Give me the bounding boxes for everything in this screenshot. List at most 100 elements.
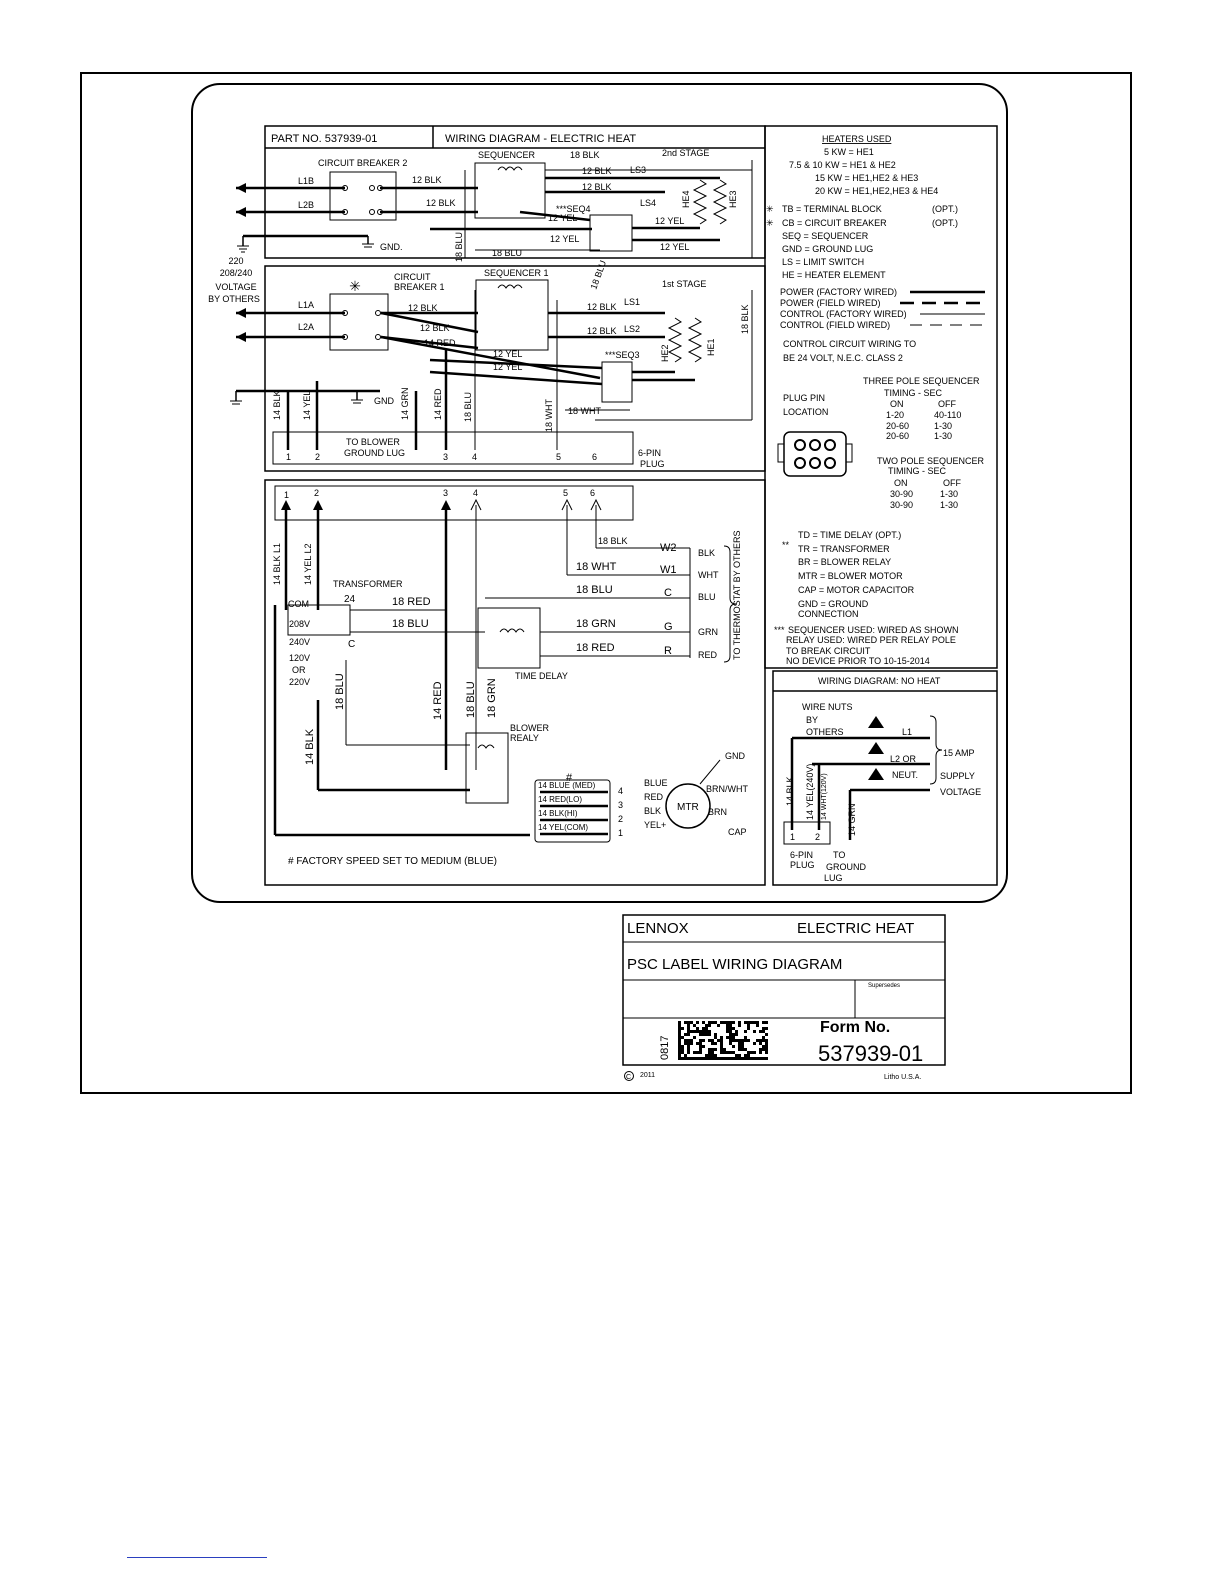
three-pole-title: THREE POLE SEQUENCER — [863, 376, 980, 386]
form-label: Form No. — [820, 1019, 890, 1036]
legend2-item: TD = TIME DELAY (OPT.) — [798, 530, 901, 540]
wire-label: 14 YEL L2 — [303, 543, 313, 585]
he4-label: HE4 — [681, 190, 691, 208]
legend-opt: (OPT.) — [932, 218, 958, 228]
timing-value: 20-60 — [886, 431, 909, 441]
pin-number: 5 — [556, 452, 561, 462]
legend2-item: TR = TRANSFORMER — [798, 544, 890, 554]
seq4-box — [589, 214, 633, 252]
wire-legend: CONTROL (FACTORY WIRED) — [780, 309, 907, 319]
product-label: ELECTRIC HEAT — [797, 920, 914, 937]
part-number: PART NO. 537939-01 — [271, 133, 377, 145]
wire-label: 18 BLU — [463, 392, 473, 422]
voltage-line: 220 — [228, 256, 243, 266]
wire-label: 14 GRN — [400, 387, 410, 420]
barcode-2d — [678, 1021, 768, 1060]
wire-label: 18 BLU — [454, 232, 464, 262]
stage1-label: 1st STAGE — [662, 279, 706, 289]
terminal-g: G — [664, 621, 673, 633]
color-label: WHT — [698, 570, 719, 580]
v240-label: 240V — [289, 637, 310, 647]
l1a-label: L1A — [298, 300, 314, 310]
ground-label: LUG — [824, 873, 843, 883]
wire-label: 12 YEL — [493, 362, 522, 372]
voltage-line: BY OTHERS — [208, 294, 260, 304]
wire-label: 14 YEL — [302, 391, 312, 420]
wire-label: 14 BLK — [785, 776, 795, 806]
legend-item: CB = CIRCUIT BREAKER — [782, 218, 887, 228]
l2-label: NEUT. — [892, 770, 918, 780]
pin-number: 3 — [618, 800, 623, 810]
on-label: ON — [894, 478, 908, 488]
wire-label: 12 YEL — [548, 213, 577, 223]
heaters-title: HEATERS USED — [822, 134, 892, 144]
legend-panel — [764, 125, 998, 669]
legend-item: TB = TERMINAL BLOCK — [782, 204, 882, 214]
timing-label: TIMING - SEC — [888, 466, 946, 476]
blower-relay-label: BLOWER — [510, 723, 550, 733]
cb1-label: BREAKER 1 — [394, 282, 445, 292]
wire-label: 18 BLU — [392, 618, 429, 630]
to-blower-label: TO BLOWER — [346, 437, 400, 447]
sequencer-top — [474, 162, 546, 219]
seq-note: SEQUENCER USED: WIRED AS SHOWN — [788, 625, 959, 635]
code-label: 0817 — [659, 1036, 671, 1060]
pin-number: 2 — [815, 832, 820, 842]
litho-label: Litho U.S.A. — [884, 1074, 921, 1081]
time-delay-box — [477, 607, 541, 669]
timing-value: 20-60 — [886, 421, 909, 431]
wire-label: 12 BLK — [587, 302, 617, 312]
speed-label: 14 RED(LO) — [538, 795, 582, 804]
wire-label: 12 YEL — [550, 234, 579, 244]
heater-row: 7.5 & 10 KW = HE1 & HE2 — [789, 160, 896, 170]
factory-note: # FACTORY SPEED SET TO MEDIUM (BLUE) — [288, 856, 497, 867]
stage2-label: 2nd STAGE — [662, 148, 709, 158]
seq-note: TO BREAK CIRCUIT — [786, 646, 871, 656]
legend-list: ✳ TB = TERMINAL BLOCK (OPT.) ✳ CB = CIRC… — [766, 204, 958, 280]
pin-number: 6 — [592, 452, 597, 462]
no-heat-title: WIRING DIAGRAM: NO HEAT — [818, 676, 941, 686]
terminal-w1: W1 — [660, 564, 677, 576]
wire-label: 18 BLK — [740, 304, 750, 334]
wire-label: 18 GRN — [486, 678, 498, 718]
l1-label: L1 — [902, 727, 912, 737]
brand-label: LENNOX — [627, 920, 689, 937]
gnd-label: GND — [725, 751, 746, 761]
plug-label: PLUG — [790, 860, 815, 870]
bottom-section — [264, 479, 766, 886]
double-star-label: ** — [782, 540, 790, 550]
v208-label: 208V — [289, 619, 310, 629]
ground-label: TO — [833, 850, 845, 860]
wire-label: 18 BLK — [598, 536, 628, 546]
l2a-label: L2A — [298, 322, 314, 332]
wire-label: 14 BLK — [272, 390, 282, 420]
pin-number: 3 — [443, 452, 448, 462]
wire-label: 14 RED — [432, 681, 444, 720]
wire-label: 18 BLU — [334, 673, 346, 710]
diagram-title: WIRING DIAGRAM - ELECTRIC HEAT — [445, 133, 636, 145]
brnwht-label: BRN/WHT — [706, 784, 748, 794]
wire-label: 14 BLK — [304, 728, 316, 765]
gnd-label: GND — [374, 396, 395, 406]
legend-opt: (OPT.) — [932, 204, 958, 214]
pin-number: 1 — [618, 828, 623, 838]
motor-lead: YEL+ — [644, 820, 666, 830]
speed-label: 14 YEL(COM) — [538, 823, 588, 832]
transformer-24: 24 — [344, 594, 356, 605]
wire-label: 12 BLK — [412, 175, 442, 185]
seq4-label: ***SEQ4 — [556, 204, 591, 214]
off-label: OFF — [943, 478, 961, 488]
wire-label: 18 BLK — [570, 150, 600, 160]
legend2-item: CONNECTION — [798, 609, 859, 619]
wire-label: 12 YEL — [655, 216, 684, 226]
motor-lead: BLUE — [644, 778, 668, 788]
legend2-item: BR = BLOWER RELAY — [798, 557, 891, 567]
wire-label: 18 WHT — [576, 561, 617, 573]
seq3-label: ***SEQ3 — [605, 350, 640, 360]
seq-note: RELAY USED: WIRED PER RELAY POLE — [786, 635, 956, 645]
timing-value: 1-30 — [940, 489, 958, 499]
wire-label: 14 GRN — [847, 803, 857, 836]
ls4-label: LS4 — [640, 198, 656, 208]
seq1-label: SEQUENCER 1 — [484, 268, 549, 278]
no-heat-panel — [772, 670, 998, 886]
